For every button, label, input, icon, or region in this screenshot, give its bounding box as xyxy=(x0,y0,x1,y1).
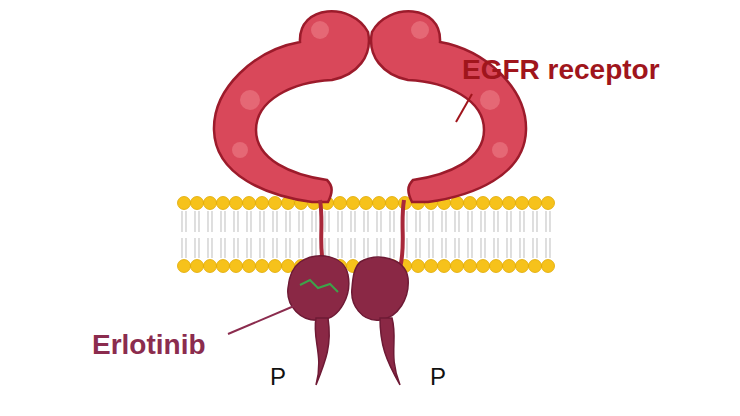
lipid-tails xyxy=(182,211,550,258)
leader-line xyxy=(228,306,294,334)
receptor-label: EGFR receptor xyxy=(462,55,660,86)
kinase-domain xyxy=(288,256,408,385)
erlotinib-molecule xyxy=(300,280,338,292)
drug-label: Erlotinib xyxy=(92,330,206,361)
phosphate-label: P xyxy=(430,364,446,390)
phosphate-label: P xyxy=(270,364,286,390)
receptor-extracellular xyxy=(214,11,526,202)
leader-line xyxy=(456,94,472,122)
